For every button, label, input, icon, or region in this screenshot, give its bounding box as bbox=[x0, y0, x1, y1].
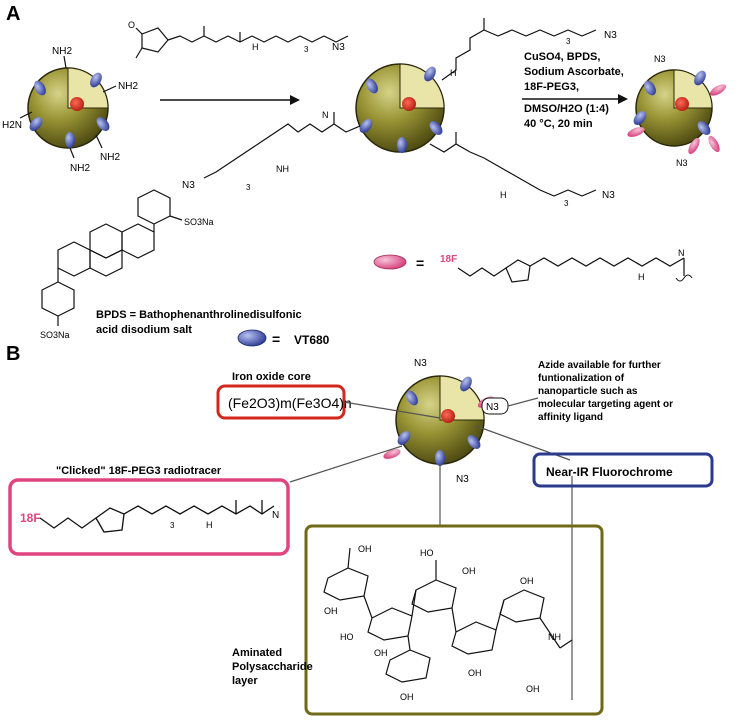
poly-oh-2: OH bbox=[324, 606, 338, 616]
svg-text:molecular targeting agent or: molecular targeting agent or bbox=[538, 399, 673, 410]
radiotracer-structure bbox=[39, 500, 275, 533]
amine-label-3: H2N bbox=[2, 120, 22, 131]
svg-text:DMSO/H2O (1:4): DMSO/H2O (1:4) bbox=[524, 103, 609, 115]
legend-f18: 18F bbox=[440, 254, 457, 265]
bpds-caption-2: acid disodium salt bbox=[96, 324, 192, 336]
amine-label-5: NH2 bbox=[70, 163, 90, 174]
azide-chain-right bbox=[429, 132, 597, 197]
nir-box bbox=[532, 452, 714, 488]
central-np-n3-1: N3 bbox=[414, 358, 427, 369]
bpds-so3na-2: SO3Na bbox=[40, 330, 70, 340]
panel-b-label: B bbox=[6, 343, 20, 365]
poly-oh-8: OH bbox=[526, 684, 540, 694]
nir-label: Near-IR Fluorochrome bbox=[546, 465, 673, 479]
svg-text:18F-PEG3,: 18F-PEG3, bbox=[524, 81, 579, 93]
nanoparticle-azide bbox=[355, 63, 445, 153]
legend-n: N bbox=[678, 248, 685, 258]
radiotracer-n: N bbox=[272, 510, 279, 521]
azide-chain-top bbox=[441, 18, 597, 81]
clicked-np-n3-1: N3 bbox=[654, 54, 666, 64]
legend-blue bbox=[237, 329, 267, 347]
polysaccharide-label-2: Polysaccharide bbox=[232, 661, 313, 673]
radiotracer-n-sub: 3 bbox=[170, 521, 175, 530]
top-chain-azide: N3 bbox=[604, 30, 617, 41]
svg-text:CuSO4, BPDS,: CuSO4, BPDS, bbox=[524, 51, 600, 63]
clicked-np-n3-2: N3 bbox=[676, 158, 688, 168]
core-title: Iron oxide core bbox=[232, 371, 311, 383]
svg-text:nanoparticle such as: nanoparticle such as bbox=[538, 386, 638, 397]
legend-pink-equals: = bbox=[416, 255, 424, 271]
reaction-conditions: CuSO4, BPDS, Sodium Ascorbate, 18F-PEG3,… bbox=[524, 51, 624, 130]
poly-oh-3: OH bbox=[374, 648, 388, 658]
nanoparticle-clicked bbox=[627, 69, 727, 155]
radiotracer-box bbox=[8, 478, 290, 556]
polysaccharide-structure bbox=[323, 547, 573, 683]
poly-oh-7: OH bbox=[400, 692, 414, 702]
connector-lines bbox=[289, 397, 573, 700]
reagent-azide: N3 bbox=[332, 42, 345, 53]
amine-label-4: NH2 bbox=[100, 152, 120, 163]
radiotracer-title: "Clicked" 18F-PEG3 radiotracer bbox=[56, 465, 222, 477]
poly-ho-1: HO bbox=[420, 548, 434, 558]
legend-vt680: VT680 bbox=[294, 333, 330, 347]
left-chain-azide: N3 bbox=[182, 180, 195, 191]
radiotracer-h: H bbox=[206, 520, 213, 530]
bpds-caption: BPDS = Bathophenanthrolinedisulfonic bbox=[96, 309, 302, 321]
bpds-structure bbox=[41, 189, 183, 326]
poly-oh-1: OH bbox=[358, 544, 372, 554]
bpds-so3na-1: SO3Na bbox=[184, 217, 214, 227]
radiotracer-f18: 18F bbox=[20, 511, 41, 525]
reagent-oxygen: O bbox=[128, 20, 135, 30]
amine-label-2: NH2 bbox=[118, 81, 138, 92]
poly-oh-5: OH bbox=[520, 576, 534, 586]
poly-ho-2: HO bbox=[340, 632, 354, 642]
amine-label-1: NH2 bbox=[52, 46, 72, 57]
azide-note: Azide available for further funtionaliza… bbox=[538, 360, 673, 423]
reagent-nh: H bbox=[252, 42, 259, 52]
top-chain-nh: H bbox=[450, 68, 457, 78]
legend-h: H bbox=[638, 272, 645, 282]
nhs-ester-structure bbox=[135, 26, 349, 59]
central-np-n3-3: N3 bbox=[456, 474, 469, 485]
legend-radiotracer-structure bbox=[457, 257, 693, 283]
legend-blue-equals: = bbox=[272, 331, 280, 347]
polysaccharide-label-1: Aminated bbox=[232, 647, 282, 659]
poly-oh-6: OH bbox=[468, 668, 482, 678]
svg-text:40 °C, 20 min: 40 °C, 20 min bbox=[524, 118, 593, 130]
panel-a-label: A bbox=[6, 3, 20, 25]
central-np-n3-2: N3 bbox=[486, 402, 499, 413]
left-chain-n: N bbox=[322, 110, 329, 120]
polysaccharide-box bbox=[304, 524, 604, 716]
reaction-arrow-1 bbox=[160, 95, 300, 105]
core-formula: (Fe2O3)m(Fe3O4)n bbox=[228, 395, 352, 411]
reagent-n-sub: 3 bbox=[304, 45, 309, 54]
poly-oh-4: OH bbox=[462, 566, 476, 576]
nanoparticle-central bbox=[383, 375, 495, 466]
right-chain-n-sub: 3 bbox=[564, 199, 569, 208]
left-chain-nh: NH bbox=[276, 164, 289, 174]
svg-text:funtionalization of: funtionalization of bbox=[538, 373, 625, 384]
reaction-arrow-2 bbox=[522, 94, 628, 104]
svg-text:affinity ligand: affinity ligand bbox=[538, 412, 603, 423]
poly-nh: NH bbox=[548, 632, 561, 642]
svg-text:Sodium Ascorbate,: Sodium Ascorbate, bbox=[524, 66, 624, 78]
top-chain-n-sub: 3 bbox=[566, 37, 571, 46]
polysaccharide-label-3: layer bbox=[232, 675, 258, 687]
legend-pink bbox=[373, 254, 407, 270]
nanoparticle-amine bbox=[19, 55, 117, 159]
right-chain-h: H bbox=[500, 190, 507, 200]
svg-text:Azide available for further: Azide available for further bbox=[538, 360, 661, 371]
left-chain-n-sub: 3 bbox=[246, 183, 251, 192]
right-chain-azide: N3 bbox=[602, 190, 615, 201]
azide-chain-left bbox=[203, 112, 361, 179]
